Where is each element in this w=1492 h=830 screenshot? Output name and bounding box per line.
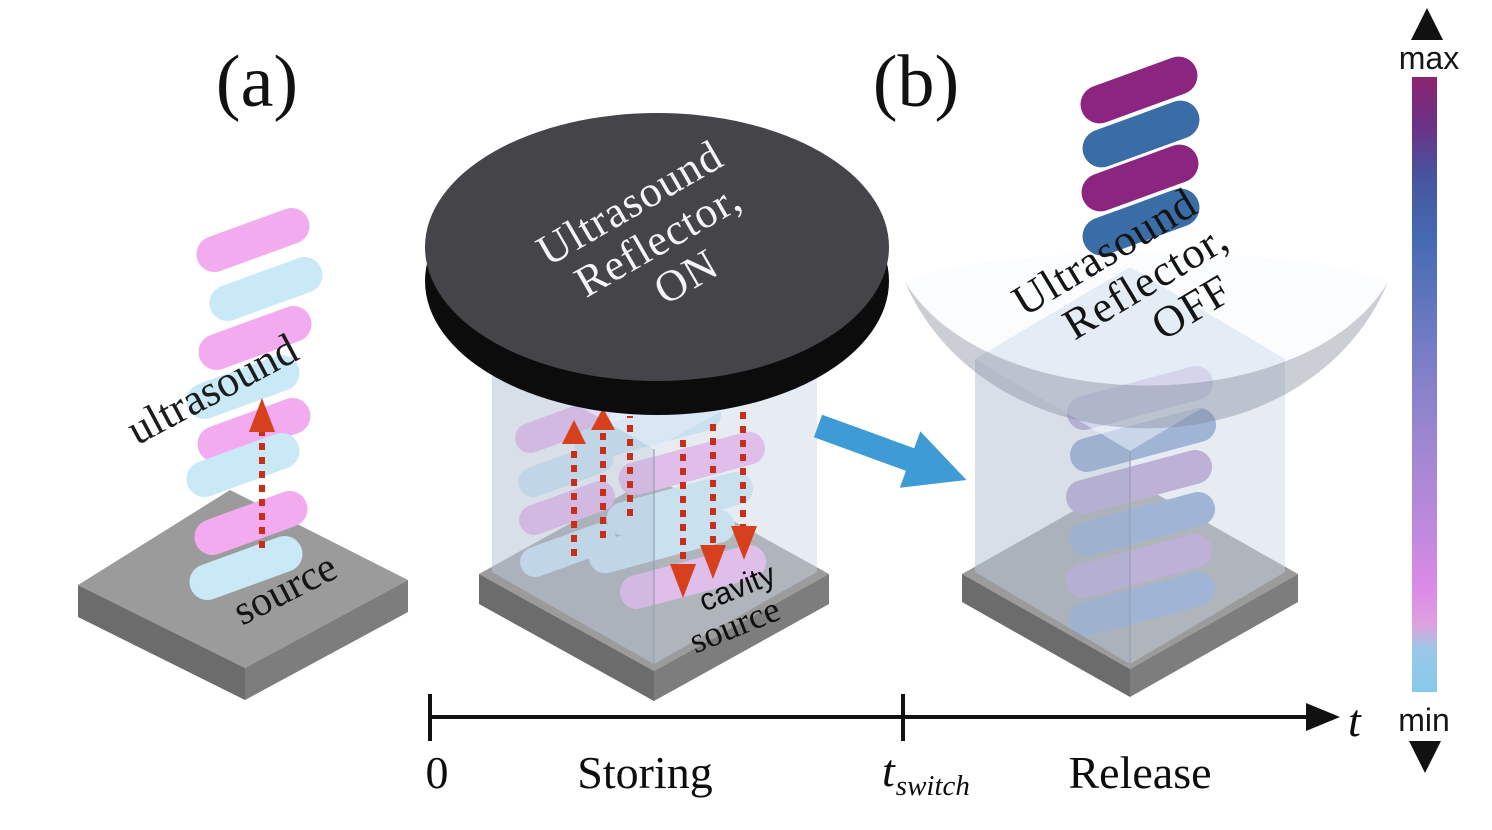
timeline-tswitch-label: tswitch: [882, 745, 970, 802]
platform-left-face: [962, 574, 1130, 697]
up-arrow-icon: [591, 408, 615, 538]
pill: [1082, 100, 1200, 168]
cavity-arrows: [562, 408, 757, 598]
colorbar: max min: [1398, 8, 1459, 773]
colorbar-min-label: min: [1398, 702, 1450, 738]
pill: [1082, 188, 1200, 256]
box-right-face: [654, 357, 817, 664]
timeline-axis: 0 Storing tswitch Release t: [426, 694, 1362, 802]
pill: [194, 490, 308, 556]
up-arrow-icon: [562, 420, 586, 556]
platform-left-face: [78, 585, 245, 700]
panel-b: (b): [873, 41, 1388, 697]
disc-top: [425, 113, 889, 381]
pill: [198, 305, 312, 371]
storing-unit: Ultrasound Reflector, ON cavity source: [425, 113, 889, 701]
box-right-face: [1130, 359, 1285, 664]
platform-left-face: [479, 574, 654, 701]
cavity-box-b: [975, 267, 1285, 664]
box-left-face: [975, 359, 1130, 664]
released-pill-stack-b: [1080, 56, 1200, 256]
up-arrow-icon: [249, 398, 275, 548]
pill: [1081, 144, 1199, 212]
pill: [209, 256, 323, 322]
axis-arrowhead-icon: [1306, 703, 1340, 731]
colorbar-max-label: max: [1399, 40, 1459, 76]
platform-right-face: [1130, 574, 1298, 697]
platform-right-face: [654, 574, 829, 701]
timeline-axis-symbol: t: [1348, 695, 1362, 746]
pill: [186, 432, 300, 498]
pill: [1080, 56, 1198, 124]
down-arrow-icon: [731, 412, 757, 560]
wave-pulse-stack-a: [186, 207, 323, 601]
colorbar-gradient: [1412, 77, 1437, 692]
platform-right-face: [245, 580, 408, 700]
panel-a-label: (a): [216, 41, 298, 123]
reflector-off-rim: [905, 282, 1388, 429]
reflector-disc-on: Ultrasound Reflector, ON: [425, 113, 889, 415]
pill: [619, 544, 767, 610]
reflector-on-text: Ultrasound Reflector, ON: [529, 130, 750, 314]
pill: [196, 207, 310, 273]
pill: [186, 354, 300, 420]
pill: [618, 431, 765, 496]
panel-a: (a) source ultrasound: [78, 41, 408, 700]
timeline-origin-label: 0: [426, 747, 449, 798]
timeline-release-label: Release: [1068, 747, 1211, 798]
down-arrow-icon: [670, 440, 696, 598]
up-triangle-icon: [1411, 8, 1443, 40]
pill: [189, 535, 303, 601]
down-arrow-icon: [700, 424, 726, 579]
down-triangle-icon: [1409, 741, 1441, 773]
transition-arrow-icon: [813, 414, 967, 488]
timeline-storing-label: Storing: [577, 747, 712, 798]
panel-b-label: (b): [873, 41, 959, 123]
